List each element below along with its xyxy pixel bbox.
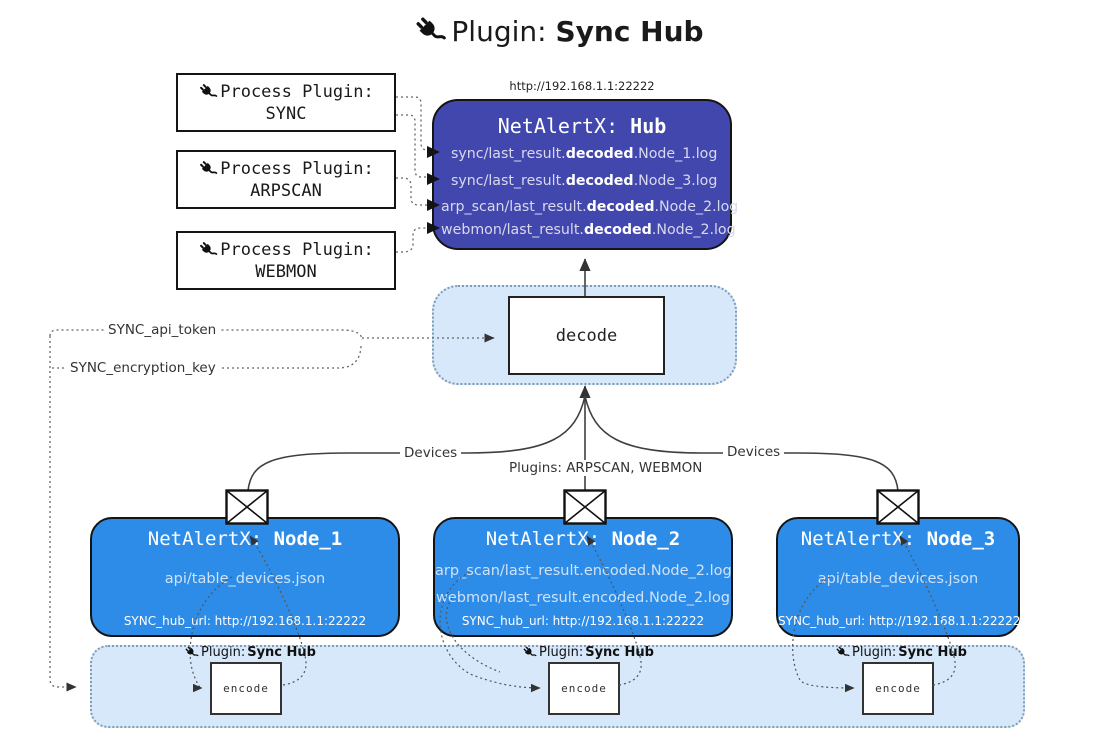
process-plugin-label: Process Plugin: (220, 240, 374, 260)
node-hub-url: SYNC_hub_url: http://192.168.1.1:22222 (123, 614, 367, 628)
node-file: arp_scan/last_result.encoded.Node_2.log (435, 563, 732, 579)
encode-box: encode (210, 662, 282, 715)
title-bold: Sync Hub (555, 15, 704, 48)
node-hub-url: SYNC_hub_url: http://192.168.1.1:22222 (461, 614, 705, 628)
edge-label-devices-right: Devices (723, 444, 785, 460)
process-plugin-label: Process Plugin: (220, 159, 374, 179)
hub-title-bold: Hub (630, 114, 667, 138)
hub-log-line: sync/last_result.decoded.Node_1.log (451, 146, 718, 162)
encode-box: encode (548, 662, 620, 715)
process-plugin-box-arpscan: Process Plugin: ARPSCAN (176, 150, 396, 209)
hub-log-line: sync/last_result.decoded.Node_3.log (451, 173, 718, 189)
process-plugin-name: SYNC (265, 104, 307, 124)
node-box-node2: NetAlertX: Node_2 arp_scan/last_result.e… (433, 517, 733, 637)
process-plugin-box-webmon: Process Plugin: WEBMON (176, 231, 396, 290)
hub-log-line: arp_scan/last_result.decoded.Node_2.log (441, 199, 739, 215)
envelope-icon (225, 489, 269, 525)
plug-icon (198, 82, 218, 102)
envelope-icon (563, 489, 607, 525)
page-title: Plugin: Sync Hub (0, 14, 1117, 48)
node-file: api/table_devices.json (164, 571, 326, 587)
hub-url-label: http://192.168.1.1:22222 (509, 79, 655, 93)
process-plugin-name: WEBMON (255, 262, 317, 282)
hub-title-prefix: NetAlertX: (497, 114, 631, 138)
edge-label-plugins: Plugins: ARPSCAN, WEBMON (505, 460, 707, 476)
plug-icon (522, 645, 537, 660)
process-plugin-box-sync: Process Plugin: SYNC (176, 73, 396, 132)
plug-icon (413, 14, 447, 48)
plug-icon (198, 240, 218, 260)
encode-plugin-label: Plugin: Sync Hub (522, 645, 654, 660)
plug-icon (184, 645, 199, 660)
title-prefix: Plugin: (451, 15, 556, 48)
node-hub-url: SYNC_hub_url: http://192.168.1.1:22222 (778, 614, 1021, 628)
node-box-node1: NetAlertX: Node_1 api/table_devices.json… (90, 517, 400, 637)
node-file: webmon/last_result.encoded.Node_2.log (435, 590, 730, 606)
decode-box: decode (508, 296, 665, 375)
hub-title: NetAlertX: Hub (434, 114, 730, 138)
config-label-encryption-key: SYNC_encryption_key (66, 360, 220, 376)
node-title: NetAlertX: Node_2 (485, 528, 681, 550)
config-label-api-token: SYNC_api_token (104, 322, 221, 338)
process-plugin-label: Process Plugin: (220, 82, 374, 102)
encode-plugin-label: Plugin: Sync Hub (835, 645, 967, 660)
hub-box: NetAlertX: Hub sync/last_result.decoded.… (432, 99, 739, 250)
encode-plugin-label: Plugin: Sync Hub (184, 645, 316, 660)
node-title: NetAlertX: Node_1 (147, 528, 343, 550)
node-title: NetAlertX: Node_3 (800, 528, 996, 550)
envelope-icon (876, 489, 920, 525)
edge-label-devices-left: Devices (400, 445, 462, 461)
hub-log-line: webmon/last_result.decoded.Node_2.log (441, 222, 736, 238)
node-file: api/table_devices.json (817, 571, 979, 587)
plug-icon (835, 645, 850, 660)
encode-box: encode (862, 662, 934, 715)
node-box-node3: NetAlertX: Node_3 api/table_devices.json… (776, 517, 1020, 637)
process-plugin-name: ARPSCAN (250, 181, 322, 201)
plug-icon (198, 159, 218, 179)
